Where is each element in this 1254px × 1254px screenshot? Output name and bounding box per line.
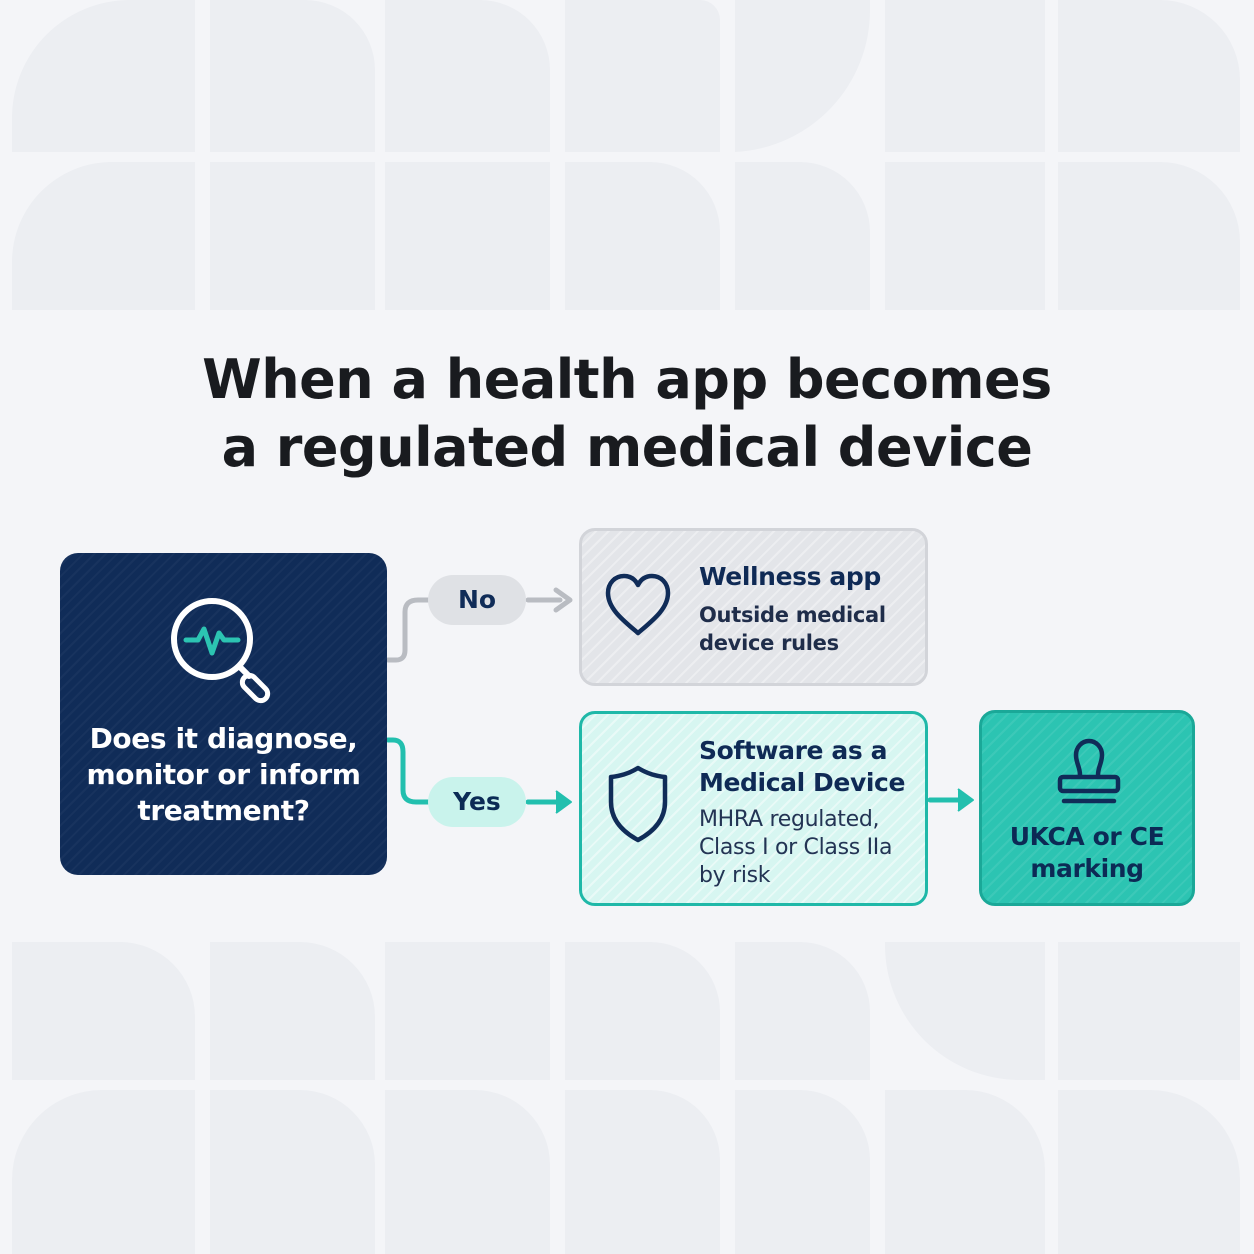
no-branch-label: No: [428, 575, 526, 625]
question-text: Does it diagnose, monitor or inform trea…: [60, 721, 387, 829]
marking-line: marking: [1030, 854, 1144, 883]
shield-icon: [608, 765, 668, 843]
samd-body-line: by risk: [699, 863, 771, 888]
wellness-body-line: device rules: [699, 631, 839, 655]
samd-body-line: MHRA regulated,: [699, 807, 880, 832]
question-line: treatment?: [137, 794, 310, 827]
title-line-2: a regulated medical device: [221, 416, 1033, 479]
samd-box: Software as a Medical Device MHRA regula…: [579, 711, 928, 906]
marking-line: UKCA or CE: [1009, 822, 1165, 851]
heart-icon: [605, 573, 671, 636]
marking-text: UKCA or CE marking: [982, 821, 1192, 885]
page-title: When a health app becomes a regulated me…: [0, 346, 1254, 482]
stamp-icon: [1057, 738, 1121, 804]
samd-title: Software as a Medical Device: [699, 735, 905, 799]
samd-body-line: Class I or Class IIa: [699, 835, 893, 860]
wellness-description: Outside medical device rules: [699, 601, 886, 657]
magnifier-heartbeat-icon: [171, 598, 271, 704]
wellness-title: Wellness app: [699, 562, 881, 591]
wellness-app-box: Wellness app Outside medical device rule…: [579, 528, 928, 686]
samd-description: MHRA regulated, Class I or Class IIa by …: [699, 806, 892, 890]
title-line-1: When a health app becomes: [202, 348, 1052, 411]
question-box: Does it diagnose, monitor or inform trea…: [60, 553, 387, 875]
samd-title-line: Medical Device: [699, 768, 906, 797]
wellness-body-line: Outside medical: [699, 603, 886, 627]
question-line: Does it diagnose,: [89, 722, 358, 755]
question-line: monitor or inform: [86, 758, 361, 791]
samd-title-line: Software as a: [699, 736, 888, 765]
yes-branch-label: Yes: [428, 777, 526, 827]
ukca-ce-marking-box: UKCA or CE marking: [979, 710, 1195, 906]
